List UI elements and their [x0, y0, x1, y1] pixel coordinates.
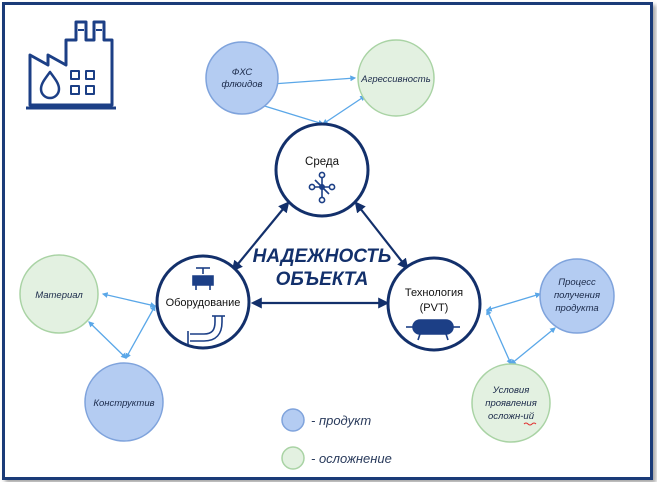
link-aggressiveness-environment [322, 95, 366, 125]
construction-label: Конструктив [93, 398, 154, 409]
satellite-process: Процесс получения продукта [539, 258, 615, 334]
link-fluids-aggressiveness [270, 75, 357, 87]
aggressiveness-label: Агрессивность [360, 74, 430, 85]
conditions-label-2: проявления [485, 398, 537, 409]
link-environment-technology [354, 201, 409, 270]
material-label: Материал [35, 290, 83, 301]
node-environment: Среда [274, 122, 370, 218]
conditions-label-3: осложн-ий [488, 411, 535, 422]
satellite-material: Материал [19, 254, 99, 334]
satellite-fluids: ФХС флюидов [205, 41, 279, 115]
satellite-construction: Конструктив [84, 362, 164, 442]
link-material-equipment [101, 292, 157, 308]
satellite-aggressiveness: Агрессивность [357, 39, 435, 117]
conditions-label-1: Условия [492, 385, 530, 396]
legend: - продукт - осложнение [281, 408, 392, 470]
satellite-links [88, 75, 556, 366]
process-label-2: получения [554, 290, 600, 301]
link-process-conditions [510, 327, 556, 365]
technology-label-2: (PVT) [420, 302, 449, 314]
environment-label: Среда [305, 156, 340, 168]
title: НАДЕЖНОСТЬ ОБЪЕКТА [253, 246, 392, 290]
satellite-conditions: Условия проявления осложн-ий [471, 363, 551, 443]
pipe-icon [187, 315, 225, 344]
molecule-icon [308, 171, 336, 204]
legend-product-swatch [281, 408, 305, 432]
equipment-label: Оборудование [166, 297, 241, 309]
factory-icon [26, 20, 116, 110]
valve-icon [192, 267, 214, 290]
legend-complication-label: - осложнение [311, 451, 392, 466]
fluids-label-2: флюидов [221, 79, 262, 90]
title-line-2: ОБЪЕКТА [276, 269, 369, 290]
process-label-1: Процесс [558, 277, 596, 288]
legend-complication-swatch [281, 446, 305, 470]
link-environment-equipment [231, 201, 290, 272]
tank-icon [406, 319, 460, 341]
link-construction-equipment [125, 304, 156, 360]
link-technology-process [485, 292, 542, 312]
link-technology-conditions [486, 308, 512, 366]
node-technology: Технология (PVT) [386, 256, 482, 352]
node-equipment: Оборудование [155, 254, 251, 350]
link-fluids-environment [256, 102, 325, 126]
technology-label-1: Технология [405, 287, 463, 299]
legend-product-label: - продукт [311, 413, 371, 428]
fluids-label-1: ФХС [232, 67, 253, 78]
process-label-3: продукта [555, 303, 598, 314]
main-links [231, 201, 409, 309]
spellcheck-underline [523, 422, 537, 426]
title-line-1: НАДЕЖНОСТЬ [253, 246, 392, 267]
link-material-construction [88, 321, 127, 359]
